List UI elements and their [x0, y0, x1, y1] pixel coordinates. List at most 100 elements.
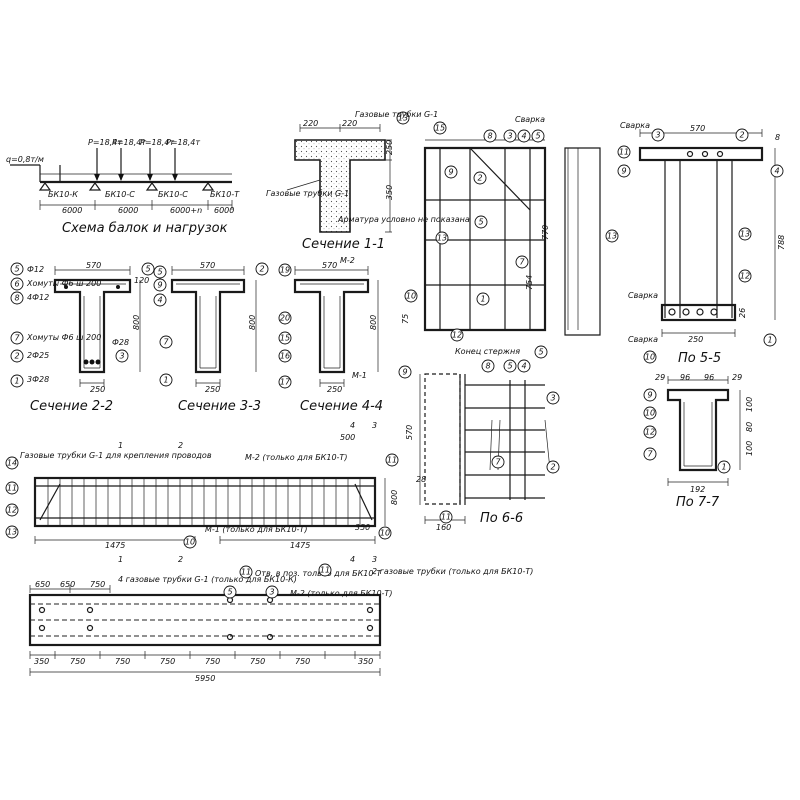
svg-text:4: 4	[521, 362, 526, 371]
svg-text:17: 17	[280, 378, 291, 387]
plan-bot-7: 750	[295, 657, 310, 666]
s11-dim-3: 250	[385, 140, 394, 155]
s44-height: 800	[369, 315, 378, 330]
stirrups	[47, 478, 361, 526]
beam-label-4: БК10-Т	[210, 190, 240, 199]
elev-note-2: М-2 (только для БК10-Т)	[245, 453, 347, 462]
s44-title: Сечение 4-4	[300, 399, 383, 414]
s11-dim-2: 220	[342, 119, 357, 128]
svg-text:12: 12	[740, 272, 750, 281]
svg-text:6: 6	[14, 280, 19, 289]
plan-holes	[38, 596, 374, 641]
plan-bot-8: 350	[358, 657, 373, 666]
elev-dim-3: 350	[355, 523, 370, 532]
svg-text:13: 13	[607, 232, 617, 241]
plan-bot-4: 750	[160, 657, 175, 666]
beam-label-1: БК10-К	[48, 190, 78, 199]
section-1-1: 220 220 250 350 13 Газовые трубки G-1 Га…	[266, 110, 470, 252]
s77-dim-4: 29	[732, 373, 742, 382]
s33-height: 800	[248, 315, 257, 330]
frame-dim-75: 75	[401, 314, 410, 324]
svg-text:16: 16	[280, 352, 290, 361]
s66-callouts: 5 9 8 5 4 3 7 2 11	[398, 345, 560, 524]
svg-text:8: 8	[14, 294, 19, 303]
svg-text:11: 11	[320, 566, 330, 575]
span-4: 6000	[214, 206, 234, 215]
s77-dim-1: 29	[655, 373, 665, 382]
s77-dim-5: 192	[690, 485, 705, 494]
plan-top-2: 650	[60, 580, 75, 589]
svg-text:10: 10	[406, 292, 416, 301]
section-5-5: 570 250 788 26 8 Сварка Сварка Сварка 3 …	[617, 121, 786, 366]
s55-callouts: 3 2 11 9 4 13 12 10 1	[617, 128, 784, 364]
plan-note-1: 4 газовые трубки G-1 (только для БК10-К)	[118, 575, 297, 584]
beam-elevation: 1475 1475 350 800 500 Газовые трубки G-1…	[5, 421, 399, 564]
svg-text:1: 1	[480, 295, 485, 304]
s66-dim-160: 160	[436, 523, 451, 532]
section-7-7: 29 96 96 29 192 100 80 100 9 10 12 7 1 П…	[643, 373, 754, 510]
elev-callouts: 14 11 12 13 10 11 10	[5, 453, 399, 549]
plan-bot-6: 750	[250, 657, 265, 666]
s22-note-4: Хомуты Ф6 ш 200	[26, 333, 101, 342]
s22-callouts: 5 6 8 7 2 1 5 3	[10, 262, 155, 388]
svg-text:10: 10	[645, 409, 655, 418]
s22-note-6: 3Ф28	[27, 375, 49, 384]
svg-text:3: 3	[269, 588, 274, 597]
s22-note-ф28: Ф28	[112, 338, 129, 347]
plan-note-4: 2 газовые трубки (только для БК10-Т)	[372, 567, 533, 576]
load-q-label: q=0,8т/м	[6, 155, 44, 164]
section-marks: 1 2 4 3 1 2 4 3	[118, 421, 377, 564]
s55-svarka-1: Сварка	[620, 121, 650, 130]
s22-note-1: Ф12	[27, 265, 44, 274]
svg-text:1: 1	[14, 377, 19, 386]
frame-callouts: 15 8 3 4 5 9 2 13 5 7 10 1 12 13	[404, 121, 619, 342]
svg-text:2: 2	[550, 463, 555, 472]
svg-text:2: 2	[259, 265, 264, 274]
svg-text:4: 4	[350, 421, 355, 430]
svg-text:7: 7	[519, 258, 525, 267]
s77-dim-6: 100	[745, 397, 754, 412]
svg-text:9: 9	[157, 281, 162, 290]
beam-label-2: БК10-С	[105, 190, 135, 199]
s11-note-3: Арматура условно не показана	[337, 215, 470, 224]
svg-text:2: 2	[739, 131, 744, 140]
scheme-title: Схема балок и нагрузок	[62, 221, 228, 236]
plan-bot-1: 350	[34, 657, 49, 666]
svg-text:3: 3	[655, 131, 660, 140]
section-6-6: 570 160 28 Конец стержня 5 9 8 5 4 3 7 2…	[398, 345, 560, 532]
frame-dim-770: 770	[541, 225, 550, 240]
plan-bot-3: 750	[115, 657, 130, 666]
frame-dim-754: 754	[525, 275, 534, 290]
svg-text:5: 5	[478, 218, 483, 227]
s55-title: По 5-5	[678, 351, 721, 366]
svg-text:7: 7	[647, 450, 653, 459]
svg-text:5: 5	[14, 265, 19, 274]
svg-text:7: 7	[14, 334, 20, 343]
svg-text:11: 11	[387, 456, 397, 465]
span-1: 6000	[62, 206, 82, 215]
frame-detail: 770 754 75 Сварка 15 8 3 4 5 9 2 13 5 7 …	[401, 115, 619, 342]
svg-text:2: 2	[477, 174, 482, 183]
svg-text:1: 1	[118, 555, 123, 564]
svg-text:11: 11	[441, 513, 451, 522]
elev-dim-2: 1475	[290, 541, 310, 550]
s66-title: По 6-6	[480, 511, 523, 526]
svg-text:1: 1	[118, 441, 123, 450]
elev-dim-1: 1475	[105, 541, 125, 550]
s22-note-5: 2Ф25	[27, 351, 49, 360]
s55-svarka-2: Сварка	[628, 291, 658, 300]
svg-text:13: 13	[740, 230, 750, 239]
svg-text:12: 12	[645, 428, 655, 437]
s55-dim-26: 26	[738, 308, 747, 318]
s22-note-2: Хомуты Ф6 ш 200	[26, 279, 101, 288]
s22-height: 800	[132, 315, 141, 330]
load-label-2: P=18,4т	[112, 138, 146, 147]
svg-text:5: 5	[507, 362, 512, 371]
section-4-4: 570 250 800 М-2 М-1 19 20 15 16 17 Сечен…	[278, 256, 383, 414]
span-2: 6000	[118, 206, 138, 215]
s22-width: 570	[86, 261, 101, 270]
s66-dim-28: 28	[416, 475, 426, 484]
load-label-3: P=18,4т	[140, 138, 174, 147]
plan-total: 5950	[195, 674, 215, 683]
beam-plan: 650 650 750 350 750 750 750 750 750 750 …	[28, 563, 533, 683]
